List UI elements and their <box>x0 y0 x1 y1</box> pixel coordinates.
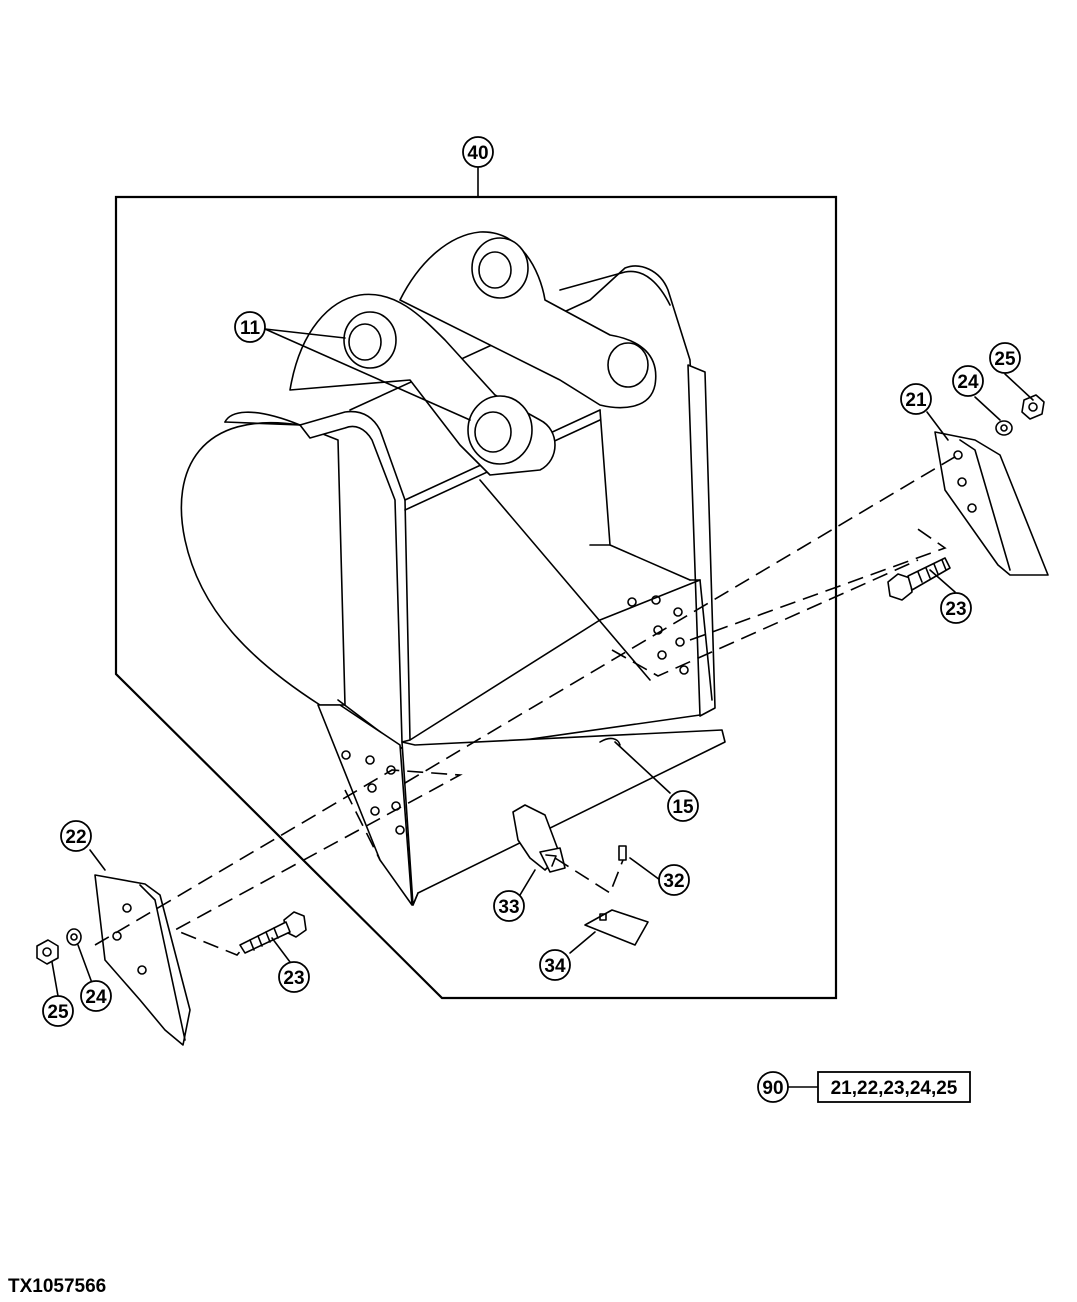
svg-text:24: 24 <box>85 987 107 1008</box>
bucket-body <box>180 231 726 906</box>
svg-text:23: 23 <box>945 599 966 620</box>
callout-25-right: 25 <box>989 342 1021 374</box>
callout-15: 15 <box>667 790 699 822</box>
washer-left <box>66 928 82 946</box>
svg-text:40: 40 <box>467 143 488 164</box>
kit-contents-box: 21,22,23,24,25 <box>817 1071 971 1103</box>
nut-right <box>1021 394 1045 420</box>
svg-text:21,22,23,24,25: 21,22,23,24,25 <box>831 1078 958 1099</box>
assembly-frame <box>114 195 838 1000</box>
tooth <box>584 909 649 946</box>
nut-left <box>36 939 59 965</box>
svg-text:25: 25 <box>47 1002 69 1023</box>
bolt-left <box>239 911 307 954</box>
callout-25-left: 25 <box>42 995 74 1027</box>
callout-34: 34 <box>539 949 571 981</box>
svg-text:32: 32 <box>663 871 684 892</box>
callout-24-right: 24 <box>952 365 984 397</box>
callout-90: 90 <box>757 1071 789 1103</box>
svg-text:21: 21 <box>905 390 927 411</box>
svg-text:23: 23 <box>283 968 304 989</box>
svg-text:22: 22 <box>65 827 86 848</box>
washer-right <box>995 420 1013 436</box>
callout-11: 11 <box>234 311 266 343</box>
callout-21: 21 <box>900 383 932 415</box>
side-cutter-left <box>94 874 191 1046</box>
svg-text:25: 25 <box>994 349 1016 370</box>
bolt-right <box>887 557 951 601</box>
side-cutter-right <box>934 431 1049 576</box>
svg-text:90: 90 <box>762 1078 783 1099</box>
callout-23-left: 23 <box>278 961 310 993</box>
figure-id: TX1057566 <box>8 1276 107 1297</box>
retainer-pin <box>618 845 627 861</box>
callout-40: 40 <box>462 136 494 168</box>
svg-text:33: 33 <box>498 897 519 918</box>
callout-32: 32 <box>658 864 690 896</box>
tooth-adapter <box>512 804 566 873</box>
svg-text:15: 15 <box>672 797 694 818</box>
callout-24-left: 24 <box>80 980 112 1012</box>
callout-23-right: 23 <box>940 592 972 624</box>
svg-text:34: 34 <box>544 956 566 977</box>
svg-text:24: 24 <box>957 372 979 393</box>
callout-22: 22 <box>60 820 92 852</box>
leader-lines <box>51 166 1034 1088</box>
svg-text:11: 11 <box>240 318 261 339</box>
callout-33: 33 <box>493 890 525 922</box>
